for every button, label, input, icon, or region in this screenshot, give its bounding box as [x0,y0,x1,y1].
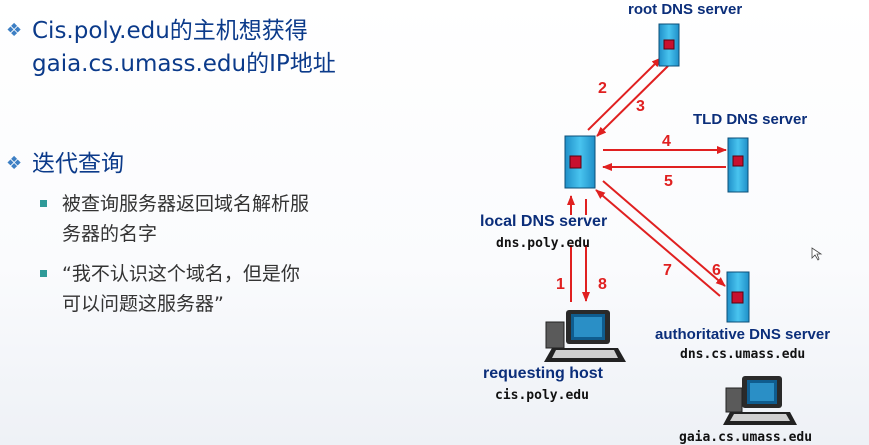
bullet-iterative: ❖ 迭代查询 [6,147,124,181]
root-dns-server-icon [658,23,680,67]
root-dns-label: root DNS server [628,1,742,18]
step-3-label: 3 [636,98,645,115]
bullet-question-line2: gaia.cs.umass.edu的IP地址 [32,51,336,77]
square-bullet-icon [40,270,47,277]
sub-bullet-2-line1: “我不认识这个域名，但是你 [62,263,300,285]
requesting-host-label: requesting host [483,365,604,382]
tld-dns-label: TLD DNS server [693,111,807,128]
gaia-host-name: gaia.cs.umass.edu [679,430,812,445]
requesting-host-computer-icon [544,310,626,362]
step-4-label: 4 [662,133,671,150]
sub-bullet-1-line2: 务器的名字 [62,223,158,245]
bullet-question: ❖ Cis.poly.edu的主机想获得 gaia.cs.umass.edu的IP… [6,14,336,81]
bullet-iterative-title: 迭代查询 [32,151,124,177]
step-2-label: 2 [598,80,607,97]
sub-bullet-2-line2: 可以问题这服务器” [62,293,224,315]
bullet-question-line1: Cis.poly.edu的主机想获得 [32,18,308,44]
sub-bullet-2: “我不认识这个域名，但是你 可以问题这服务器” [40,259,300,319]
authoritative-dns-label: authoritative DNS server [655,326,830,343]
step-8-label: 8 [598,276,607,293]
requesting-host-name: cis.poly.edu [495,388,589,403]
query-arrows [567,57,727,302]
diamond-bullet-icon: ❖ [6,20,23,41]
diamond-bullet-icon: ❖ [6,153,23,174]
authoritative-dns-host: dns.cs.umass.edu [680,347,805,362]
arrow-2 [587,57,662,131]
text-panel: ❖ Cis.poly.edu的主机想获得 gaia.cs.umass.edu的IP… [6,14,336,319]
step-7-label: 7 [663,262,672,279]
arrow-7 [595,189,721,297]
step-1-label: 1 [556,276,565,293]
step-5-label: 5 [664,173,673,190]
sub-bullet-1: 被查询服务器返回域名解析服 务器的名字 [40,189,309,249]
step-6-label: 6 [712,262,721,279]
square-bullet-icon [40,200,47,207]
gaia-host-computer-icon [723,376,797,425]
authoritative-dns-server-icon [726,271,750,323]
local-dns-label: local DNS server [480,213,607,230]
arrow-6 [602,180,726,287]
local-dns-server-icon [564,135,596,189]
tld-dns-server-icon [727,137,749,193]
arrow-3 [596,65,669,137]
sub-bullet-1-line1: 被查询服务器返回域名解析服 [62,193,310,215]
local-dns-host: dns.poly.edu [496,236,590,251]
mouse-cursor-icon [811,247,823,261]
